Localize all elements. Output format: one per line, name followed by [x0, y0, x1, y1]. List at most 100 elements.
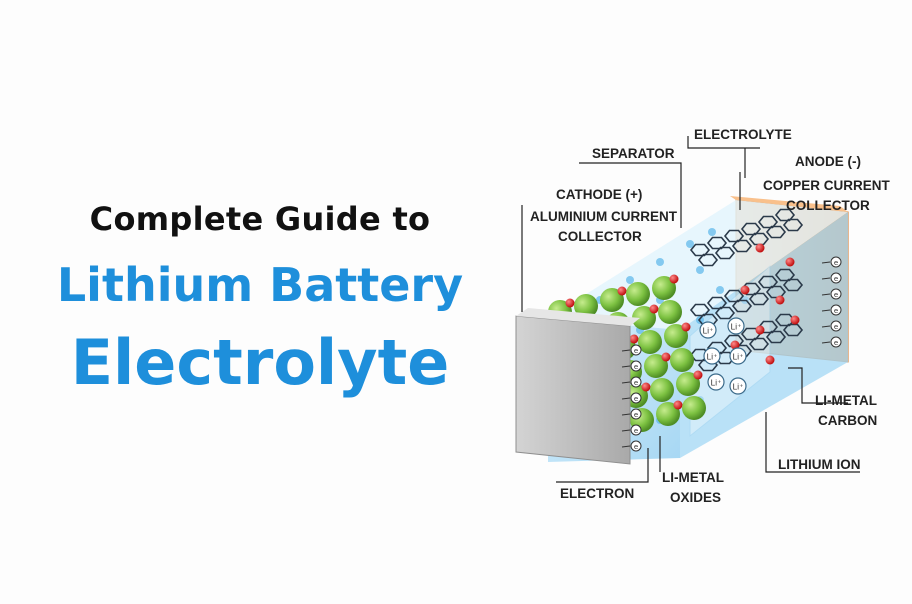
- carbon-hexagon: [714, 306, 736, 320]
- lithium-atom: [790, 315, 800, 325]
- lithium-ion-circle: [707, 373, 725, 391]
- lithium-atom: [649, 304, 659, 314]
- electrolyte-label: ELECTROLYTE: [694, 127, 792, 142]
- oxide-sphere: [644, 354, 668, 378]
- electron-arrow: [621, 349, 631, 352]
- lithium-atom: [669, 274, 679, 284]
- electron-circle: [830, 320, 842, 332]
- electron-circle: [630, 376, 642, 388]
- electron-arrow: [621, 445, 631, 448]
- carbon-hexagon: [714, 246, 736, 260]
- cathode-electron: e: [621, 376, 642, 388]
- carbon-hexagon: [765, 225, 787, 239]
- lithium-ion: Li⁺: [707, 373, 725, 391]
- carbon-hexagon: [740, 222, 762, 236]
- oxide-sphere: [652, 276, 676, 300]
- li-metal-oxides-label-2: OXIDES: [670, 490, 721, 505]
- carbon-hexagon: [774, 313, 796, 327]
- lithium-atom: [730, 340, 740, 350]
- anode-label: ANODE (-): [795, 154, 861, 169]
- lithium-ion: Li⁺: [727, 317, 745, 335]
- lithium-atom: [775, 295, 785, 305]
- carbon-hexagon: [782, 218, 804, 232]
- electron-symbol: e: [634, 443, 638, 451]
- electrolyte-bubble: [686, 240, 694, 248]
- electron-symbol: e: [634, 395, 638, 403]
- lithium-ion-symbol: Li⁺: [731, 323, 742, 332]
- electron-circle: [830, 272, 842, 284]
- aluminium-current-label: ALUMINIUM CURRENT: [530, 209, 678, 224]
- oxide-sphere: [638, 330, 662, 354]
- oxide-sphere: [650, 378, 674, 402]
- lithium-ion-circle: [703, 347, 721, 365]
- cathode-electron: e: [621, 440, 642, 452]
- electron-circle: [830, 288, 842, 300]
- lithium-ions: Li⁺Li⁺Li⁺Li⁺Li⁺Li⁺: [699, 317, 747, 395]
- cathode-electron: e: [621, 392, 642, 404]
- carbon-hexagon: [757, 275, 779, 289]
- anode-electron: e: [821, 336, 842, 348]
- electrolyte-bubble: [696, 266, 704, 274]
- carbon-hexagon: [689, 243, 711, 257]
- electron-arrow: [621, 381, 631, 384]
- electron-circle: [630, 408, 642, 420]
- electron-arrow: [621, 429, 631, 432]
- cathode-electron: e: [621, 424, 642, 436]
- lithium-ion-circle: [729, 347, 747, 365]
- carbon-hexagon: [765, 330, 787, 344]
- electrolyte-bubble: [716, 286, 724, 294]
- cathode-electron: e: [621, 408, 642, 420]
- electron-arrow: [821, 293, 831, 296]
- electron-symbol: e: [834, 307, 838, 315]
- anode-electron: e: [821, 320, 842, 332]
- electron-arrow: [621, 413, 631, 416]
- carbon-hexagon: [706, 236, 728, 250]
- carbon-hexagon: [697, 253, 719, 267]
- electron-symbol: e: [834, 275, 838, 283]
- carbon-hexagon: [782, 323, 804, 337]
- anode-electron: e: [821, 304, 842, 316]
- electron-circle: [830, 336, 842, 348]
- electron-symbol: e: [634, 427, 638, 435]
- title-line-1: Complete Guide to: [89, 200, 431, 238]
- li-metal-carbon-layers: [689, 208, 804, 372]
- oxide-sphere: [600, 288, 624, 312]
- lithium-ion-circle: [727, 317, 745, 335]
- lithium-atom: [693, 370, 703, 380]
- electron-symbol: e: [634, 347, 638, 355]
- lithium-ion-circle: [699, 321, 717, 339]
- cathode-electron: e: [621, 360, 642, 372]
- li-metal-oxides-label-1: LI-METAL: [662, 470, 724, 485]
- carbon-hexagon: [731, 239, 753, 253]
- electron-symbol: e: [834, 339, 838, 347]
- title-line-2: Lithium Battery: [56, 258, 464, 312]
- lithium-ion-symbol: Li⁺: [711, 379, 722, 388]
- electron-circle: [830, 304, 842, 316]
- anode-electron: e: [821, 256, 842, 268]
- li-metal-carbon-label-1: LI-METAL: [815, 393, 877, 408]
- lithium-ion: Li⁺: [703, 347, 721, 365]
- aluminium-collector-top: [516, 308, 640, 326]
- cathode-label: CATHODE (+): [556, 187, 642, 202]
- carbon-hexagon: [706, 341, 728, 355]
- electron-circle: [630, 424, 642, 436]
- electron-symbol: e: [634, 379, 638, 387]
- electrolyte-bubble: [626, 276, 634, 284]
- lithium-ion-symbol: Li⁺: [707, 353, 718, 362]
- lithium-atom: [673, 400, 683, 410]
- carbon-hexagon: [774, 268, 796, 282]
- carbon-hexagon: [731, 299, 753, 313]
- carbon-hexagon: [706, 296, 728, 310]
- carbon-hexagon: [774, 208, 796, 222]
- electron-symbol: e: [834, 323, 838, 331]
- oxide-sphere: [574, 294, 598, 318]
- oxide-sphere: [676, 372, 700, 396]
- anode-electron: e: [821, 288, 842, 300]
- electron-symbol: e: [634, 411, 638, 419]
- electron-circle: [630, 392, 642, 404]
- carbon-hexagon: [689, 303, 711, 317]
- lithium-atom: [617, 286, 627, 296]
- electrolyte-side: [680, 212, 848, 458]
- electron-symbol: e: [634, 363, 638, 371]
